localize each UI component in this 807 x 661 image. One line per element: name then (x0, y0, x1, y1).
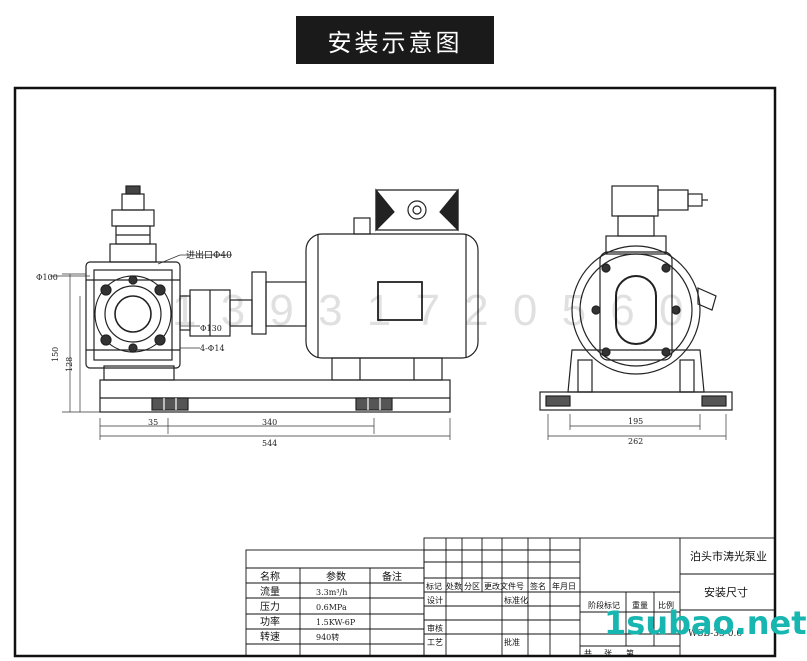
tb-code: WSB-33-0.6 (688, 629, 742, 639)
dim-195: 195 (628, 417, 643, 426)
rev-header-count: 处数 (446, 581, 462, 591)
site-watermark: 1subao.net (604, 604, 807, 642)
tb-sheet-no: 第 (626, 648, 634, 658)
drawing-frame (13, 86, 777, 658)
side-view-dimensions (50, 254, 451, 440)
param-speed-name: 转速 (260, 630, 280, 643)
base-bolt-left (151, 397, 189, 411)
dim-h150: 150 (51, 347, 60, 362)
title-block (423, 537, 776, 657)
tb-stage-mark: 阶段标记 (588, 600, 620, 610)
dim-35: 35 (148, 418, 158, 427)
rev-header-doc: 更改文件号 (484, 581, 524, 591)
front-view (539, 185, 733, 411)
tb-process: 工艺 (427, 638, 443, 647)
pump-front-body (571, 245, 701, 375)
tb-company: 泊头市涛光泵业 (690, 549, 767, 563)
tb-review: 审核 (427, 623, 443, 633)
phone-watermark: 1 3 9 3 1 7 2 0 5 6 0 (172, 286, 689, 335)
param-power-value: 1.5KW-6P (316, 618, 356, 627)
param-pressure-value: 0.6MPa (316, 603, 347, 612)
tb-approve: 批准 (504, 637, 520, 647)
tb-weight: 重量 (632, 600, 648, 610)
dim-holes: 4-Φ14 (200, 344, 225, 353)
param-pressure-name: 压力 (260, 600, 280, 613)
base-bolt-right (355, 397, 393, 411)
param-flow-value: 3.3m³/h (316, 588, 347, 597)
tb-drawing-name: 安装尺寸 (704, 585, 748, 599)
page-title-banner: 安装示意图 (296, 16, 494, 64)
rev-header-sign: 签名 (530, 581, 546, 591)
param-header-value: 参数 (326, 570, 346, 583)
rev-header-date: 年月日 (552, 581, 576, 591)
param-speed-value: 940转 (316, 632, 339, 642)
dim-h128: 128 (65, 357, 74, 372)
dim-262: 262 (628, 437, 643, 446)
param-header-note: 备注 (382, 570, 402, 583)
rev-header-zone: 分区 (464, 582, 480, 591)
tb-standardize: 标准化 (504, 595, 528, 605)
tb-design: 设计 (427, 595, 443, 605)
dim-phi100: Φ100 (36, 273, 58, 282)
tb-sheet: 张 (604, 649, 612, 658)
dim-340: 340 (262, 418, 277, 427)
param-flow-name: 流量 (260, 585, 280, 598)
tb-sheets-total: 共 (584, 649, 592, 658)
dim-544: 544 (262, 439, 277, 448)
dim-outlet: 进出口Φ40 (186, 249, 232, 261)
front-valve (611, 185, 659, 217)
side-view (85, 185, 479, 413)
base-plate (99, 379, 451, 413)
param-power-name: 功率 (260, 615, 280, 628)
motor-terminal-box (377, 281, 423, 321)
front-view-dimensions (547, 414, 727, 440)
param-header-name: 名称 (260, 570, 280, 583)
rev-header-mark: 标记 (426, 581, 442, 591)
tb-scale: 比例 (658, 600, 674, 610)
dim-phi130: Φ130 (200, 324, 222, 333)
